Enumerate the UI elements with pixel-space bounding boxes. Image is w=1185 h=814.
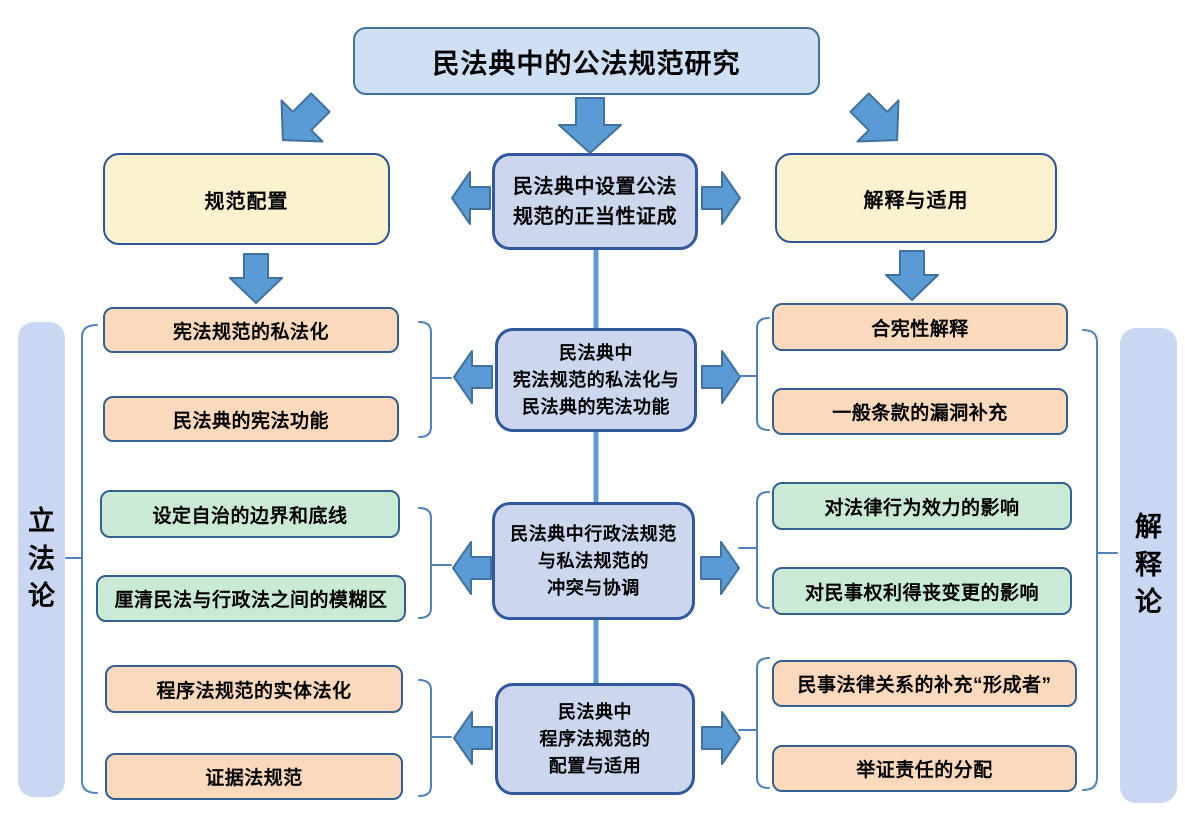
node-label: 宪法规范的私法化 (172, 321, 329, 343)
side-label-legislation: 立法论 (18, 322, 65, 797)
bracket-left-outer (65, 324, 98, 794)
node-row1-left-1: 宪法规范的私法化 (103, 307, 399, 353)
bracket-right-outer (1082, 329, 1118, 791)
bracket-left-row3 (418, 679, 452, 797)
node-row2-right-2: 对民事权利得丧变更的影响 (772, 567, 1072, 615)
arrow-left-level2-icon (451, 171, 491, 225)
bracket-right-row2 (738, 491, 770, 609)
node-label: 对民事权利得丧变更的影响 (804, 582, 1039, 604)
node-label: 民法典中 程序法规范的 配置与适用 (539, 701, 651, 776)
node-row3-left-1: 程序法规范的实体法化 (105, 665, 403, 713)
side-label-text: 立法论 (28, 505, 55, 612)
node-guifan-peizhi: 规范配置 (103, 153, 390, 245)
node-row2-right-1: 对法律行为效力的影响 (772, 482, 1072, 530)
node-row3-left-2: 证据法规范 (105, 753, 403, 800)
down-arrow-left-icon (229, 253, 283, 304)
node-row1-right-1: 合宪性解释 (772, 303, 1068, 351)
node-label: 设定自治的边界和底线 (152, 505, 348, 527)
title-arrow-left-icon (280, 92, 331, 143)
node-row1-center: 民法典中 宪法规范的私法化与 民法典的宪法功能 (495, 328, 697, 432)
node-label: 民法典的宪法功能 (172, 410, 329, 432)
side-label-text: 解释论 (1135, 511, 1162, 618)
node-row2-left-1: 设定自治的边界和底线 (100, 490, 400, 538)
side-label-interpretation: 解释论 (1120, 328, 1177, 803)
node-label: 民法典中行政法规范 与私法规范的 冲突与协调 (510, 523, 677, 598)
title-text: 民法典中的公法规范研究 (432, 48, 741, 79)
bracket-right-row1 (738, 317, 770, 431)
node-label: 举证责任的分配 (856, 760, 993, 781)
node-row3-right-1: 民事法律关系的补充“形成者” (772, 660, 1077, 707)
node-row3-center: 民法典中 程序法规范的 配置与适用 (495, 683, 695, 795)
bracket-right-row3 (738, 657, 770, 789)
node-label: 一般条款的漏洞补充 (832, 403, 1008, 424)
node-row1-right-2: 一般条款的漏洞补充 (772, 388, 1068, 435)
node-label: 解释与适用 (863, 189, 969, 212)
node-label: 合宪性解释 (871, 318, 969, 340)
down-arrow-right-icon (885, 250, 939, 301)
node-label: 对法律行为效力的影响 (824, 497, 1020, 519)
arrow-right-row2-icon (700, 541, 740, 595)
arrow-left-row2-icon (452, 541, 492, 595)
arrow-left-row3-icon (453, 711, 493, 765)
node-label: 民事法律关系的补充“形成者” (797, 675, 1052, 696)
node-label: 规范配置 (204, 190, 289, 213)
node-row1-left-2: 民法典的宪法功能 (103, 396, 399, 442)
arrow-right-row1-icon (701, 350, 741, 404)
bracket-left-row2 (418, 507, 452, 619)
title-arrow-right-icon (849, 92, 900, 143)
node-jieshi-shiyong: 解释与适用 (775, 153, 1057, 243)
node-row2-left-2: 厘清民法与行政法之间的模糊区 (96, 575, 406, 622)
arrow-right-level2-icon (701, 171, 741, 225)
bracket-left-row1 (418, 321, 452, 438)
arrow-left-row1-icon (453, 350, 493, 404)
title-node: 民法典中的公法规范研究 (353, 27, 820, 95)
node-justification: 民法典中设置公法 规范的正当性证成 (492, 153, 698, 250)
node-row3-right-2: 举证责任的分配 (772, 745, 1077, 792)
node-label: 证据法规范 (205, 768, 303, 789)
arrow-right-row3-icon (701, 711, 741, 765)
node-label: 民法典中设置公法 规范的正当性证成 (513, 175, 677, 228)
node-label: 厘清民法与行政法之间的模糊区 (114, 590, 388, 611)
node-label: 程序法规范的实体法化 (156, 680, 352, 702)
node-label: 民法典中 宪法规范的私法化与 民法典的宪法功能 (512, 342, 680, 417)
title-arrow-down-icon (558, 97, 622, 154)
node-row2-center: 民法典中行政法规范 与私法规范的 冲突与协调 (492, 502, 695, 620)
